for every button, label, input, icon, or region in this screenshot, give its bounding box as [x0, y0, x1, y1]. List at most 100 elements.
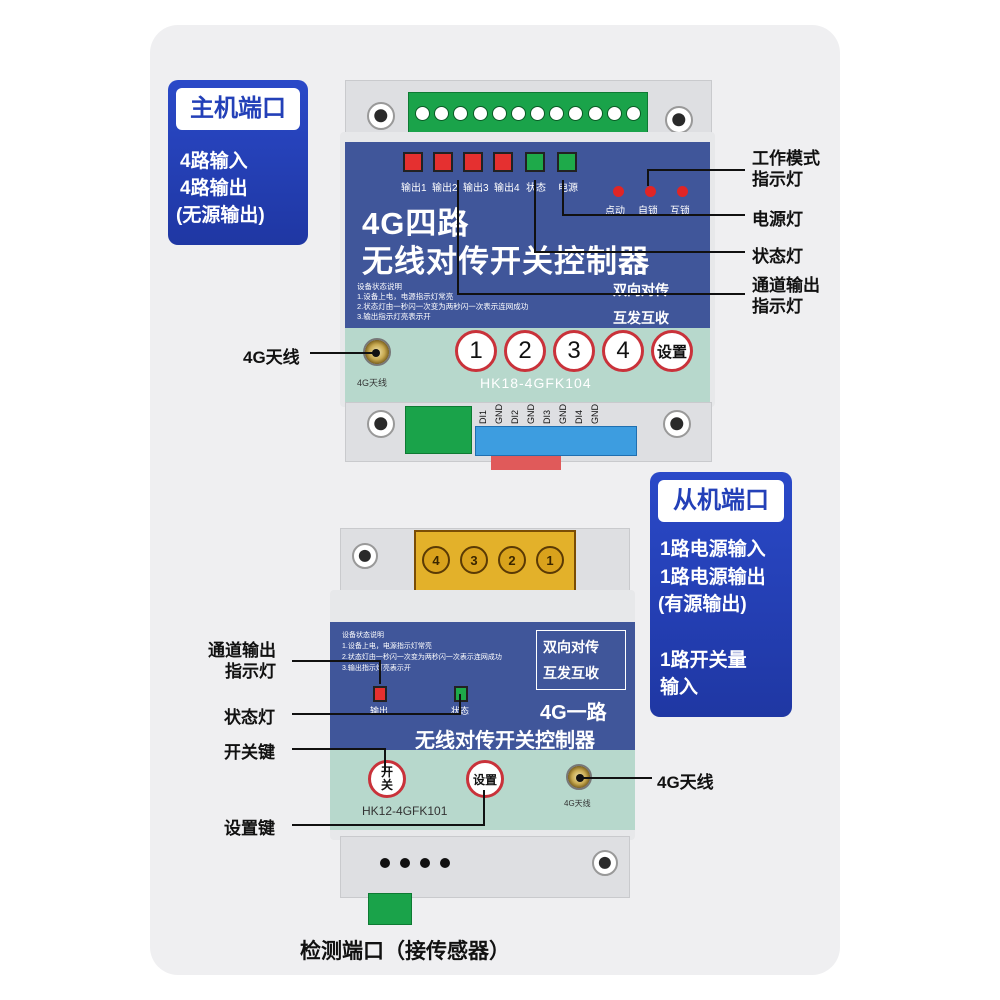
master-model-number: HK18-4GFK104 — [480, 375, 592, 391]
output3-led — [463, 152, 483, 172]
slave-antenna-callout-label: 4G天线 — [657, 773, 714, 792]
terminal-screw-icon — [453, 106, 469, 121]
slave-port-title: 从机端口 — [658, 480, 784, 522]
slave-note-0: 设备状态说明 — [342, 632, 384, 639]
mounting-hole-icon — [367, 102, 395, 130]
slave-status-notes: 设备状态说明 1.设备上电，电源指示灯常亮 2.状态灯由一秒闪一次变为两秒闪一次… — [342, 630, 527, 674]
terminal-screw-icon — [549, 106, 565, 121]
input-terminal-label: DI1 — [478, 409, 488, 424]
master-title-line2: 无线对传开关控制器 — [362, 244, 650, 279]
slave-port-line-4: 输入 — [660, 677, 699, 698]
slave-badge-1: 双向对传 — [543, 639, 599, 655]
master-input-terminal-block — [475, 426, 637, 456]
slave-port-line-3: 1路开关量 — [660, 650, 747, 671]
input-terminal-label: DI3 — [542, 409, 552, 424]
terminal-screw-icon — [491, 106, 507, 121]
antenna-connector-icon — [363, 338, 391, 366]
mounting-hole-icon — [592, 850, 618, 876]
master-port-line-1: 4路输出 — [180, 178, 248, 199]
output1-led-label: 输出1 — [401, 183, 427, 194]
master-output-leds: 输出1 输出2 输出3 输出4 状态 电源 — [401, 152, 581, 196]
output4-led — [493, 152, 513, 172]
input-terminal-label: GND — [526, 404, 536, 424]
master-top-terminal-screws — [415, 106, 641, 122]
jog-mode-led — [613, 186, 624, 197]
latch-mode-label: 自锁 — [638, 206, 658, 217]
slave-port-line-0: 1路电源输入 — [660, 539, 766, 560]
bottom-caption: 检测端口（接传感器） — [300, 940, 510, 963]
power-terminal-screw-icon: 1 — [536, 546, 564, 574]
indicator-dot — [380, 858, 390, 868]
power-terminal-screw-icon: 4 — [422, 546, 450, 574]
slave-title-line2: 无线对传开关控制器 — [415, 730, 595, 752]
power-light-label: 电源灯 — [752, 210, 803, 229]
master-title-line1: 4G四路 — [362, 206, 470, 241]
master-port-callout: 主机端口 4路输入 4路输出 (无源输出) — [168, 80, 308, 245]
status-light-label: 状态灯 — [752, 247, 803, 266]
terminal-screw-icon — [472, 106, 488, 121]
slave-status-light-label: 状态灯 — [224, 708, 275, 727]
mode-leds: 点动 自锁 互锁 — [603, 186, 703, 220]
slave-model-number: HK12-4GFK101 — [362, 804, 448, 818]
input-terminal-label: DI4 — [574, 409, 584, 424]
mode-indicator-label: 工作模式 指示灯 — [752, 149, 820, 189]
output2-led — [433, 152, 453, 172]
terminal-screw-icon — [606, 106, 622, 121]
slave-set-key-label: 设置键 — [224, 819, 275, 838]
master-antenna-label: 4G天线 — [357, 378, 388, 388]
slave-port-callout: 从机端口 1路电源输入 1路电源输出 (有源输出) 1路开关量 输入 — [650, 472, 792, 717]
indicator-dot — [420, 858, 430, 868]
output4-led-label: 输出4 — [494, 183, 520, 194]
master-badge-2: 互发互收 — [613, 310, 669, 326]
channel-1-button[interactable]: 1 — [455, 330, 497, 372]
channel-4-button[interactable]: 4 — [602, 330, 644, 372]
power-led-label: 电源 — [558, 183, 578, 194]
indicator-dot — [440, 858, 450, 868]
master-note-0: 设备状态说明 — [357, 282, 402, 291]
indicator-dot — [400, 858, 410, 868]
power-led — [557, 152, 577, 172]
master-status-notes: 设备状态说明 1.设备上电，电源指示灯常亮 2.状态灯由一秒闪一次变为两秒闪一次… — [357, 282, 587, 322]
slave-indicator-dots — [380, 858, 460, 870]
power-terminal-screw-icon: 3 — [460, 546, 488, 574]
slave-set-button[interactable]: 设置 — [466, 760, 504, 798]
slave-channel-output-label: 通道输出 指示灯 — [208, 641, 276, 681]
status-led-label: 状态 — [526, 183, 546, 194]
terminal-screw-icon — [530, 106, 546, 121]
master-set-button[interactable]: 设置 — [651, 330, 693, 372]
channel-2-button[interactable]: 2 — [504, 330, 546, 372]
output2-led-label: 输出2 — [432, 183, 458, 194]
master-note-3: 3.输出指示灯亮表示开 — [357, 312, 431, 321]
input-terminal-label: DI2 — [510, 409, 520, 424]
status-led — [525, 152, 545, 172]
input-terminal-label: GND — [590, 404, 600, 424]
master-port-line-2: (无源输出) — [176, 205, 265, 226]
slave-title-line1: 4G一路 — [540, 702, 607, 724]
channel-3-button[interactable]: 3 — [553, 330, 595, 372]
master-port-line-0: 4路输入 — [180, 151, 248, 172]
terminal-screw-icon — [587, 106, 603, 121]
master-port-title: 主机端口 — [176, 88, 300, 130]
master-din-clip — [491, 452, 561, 470]
mounting-hole-icon — [665, 106, 693, 134]
master-note-1: 1.设备上电，电源指示灯常亮 — [357, 292, 454, 301]
interlock-mode-label: 互锁 — [670, 206, 690, 217]
slave-status-led — [454, 686, 468, 702]
terminal-screw-icon — [510, 106, 526, 121]
master-device: 输出1 输出2 输出3 输出4 状态 电源 点动 自锁 互锁 4G四路 无线对传… — [340, 80, 715, 470]
slave-badge-2: 互发互收 — [543, 665, 599, 681]
slave-output-led — [373, 686, 387, 702]
interlock-mode-led — [677, 186, 688, 197]
channel-output-label: 通道输出 指示灯 — [752, 276, 820, 316]
terminal-screw-icon — [625, 106, 641, 121]
output1-led — [403, 152, 423, 172]
jog-mode-label: 点动 — [605, 206, 625, 217]
slave-switch-button[interactable]: 开 关 — [368, 760, 406, 798]
latch-mode-led — [645, 186, 656, 197]
slave-antenna-connector-icon — [566, 764, 592, 790]
slave-port-line-1: 1路电源输出 — [660, 567, 766, 588]
power-terminal-screw-icon: 2 — [498, 546, 526, 574]
output3-led-label: 输出3 — [463, 183, 489, 194]
